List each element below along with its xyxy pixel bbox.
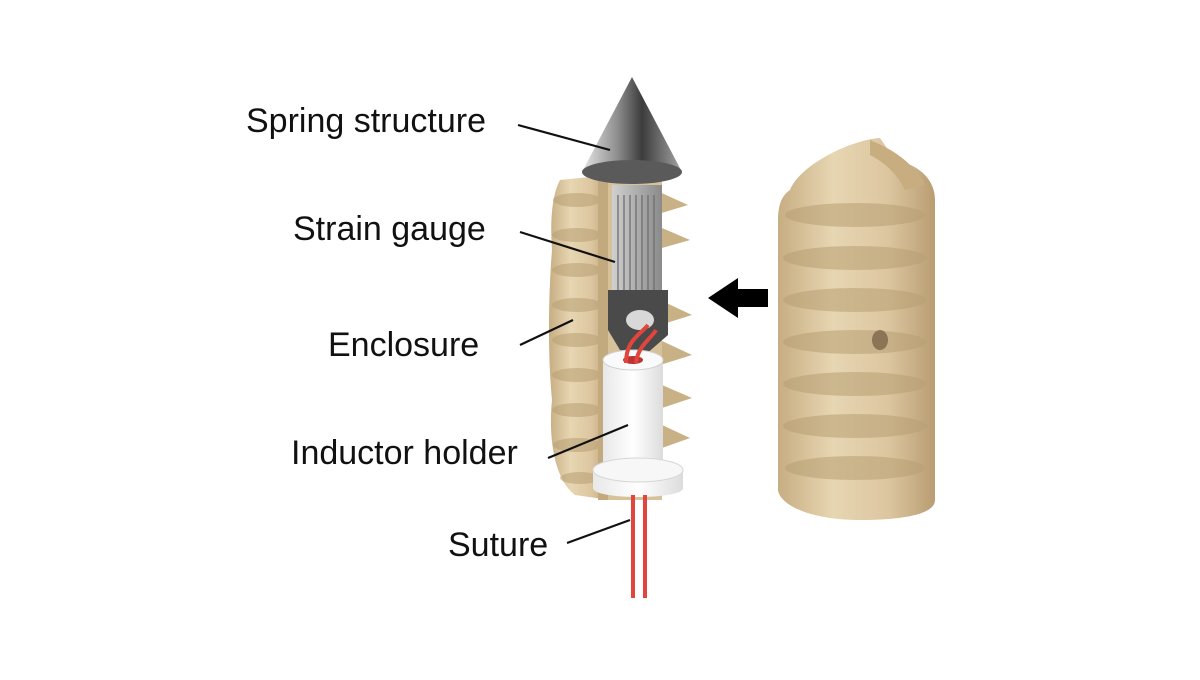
leader-lines [517,123,631,545]
enclosure-right [778,138,935,520]
strain-gauge [608,185,668,355]
label-strain-gauge: Strain gauge [293,210,486,248]
label-enclosure: Enclosure [328,326,480,364]
label-spring-structure: Spring structure [246,102,486,140]
label-inductor-holder: Inductor holder [291,434,518,472]
inductor-holder [592,349,684,497]
spring-structure-cone [582,77,682,184]
label-suture: Suture [448,526,549,564]
suture-wires [624,323,658,598]
direction-arrow [708,278,768,318]
